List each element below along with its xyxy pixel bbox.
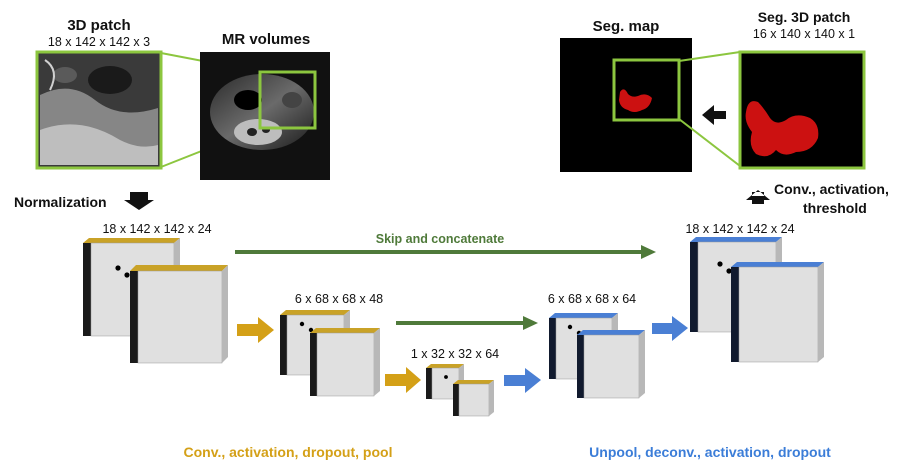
patch-title: 3D patch <box>67 17 131 34</box>
decoder-label: Unpool, deconv., activation, dropout <box>589 444 831 460</box>
decoder-block-1 <box>549 313 645 399</box>
skip-arrow-top <box>235 245 656 259</box>
zoom-box <box>258 70 317 130</box>
seg-patch-title: Seg. 3D patch <box>757 9 851 25</box>
final-step-line2: threshold <box>803 200 867 216</box>
encoder-label: Conv., activation, dropout, pool <box>183 444 393 460</box>
decoder-dims-1: 6 x 68 x 68 x 64 <box>547 292 637 306</box>
skip-arrow-middle <box>396 316 538 330</box>
encoder-arrow-2 <box>385 367 421 393</box>
encoder-block-2 <box>280 310 380 397</box>
encoder-block-3 <box>426 364 494 417</box>
seg-zoom-line-bottom <box>678 118 741 167</box>
encoder-arrow-1 <box>237 317 274 343</box>
skip-label: Skip and concatenate <box>375 232 505 246</box>
patch-dims: 18 x 142 x 142 x 3 <box>47 35 151 49</box>
seg-zoom-box <box>612 58 681 122</box>
seg-map-image <box>560 38 692 172</box>
encoder-dims-1: 18 x 142 x 142 x 24 <box>102 222 212 236</box>
patch-image <box>35 50 163 170</box>
encoder-dims-2: 6 x 68 x 68 x 48 <box>294 292 384 306</box>
normalization-label: Normalization <box>14 194 107 210</box>
final-step-line1: Conv., activation, <box>774 181 889 197</box>
decoder-arrow-1 <box>504 368 541 393</box>
normalization-arrow <box>124 192 154 210</box>
seg-patch-image <box>738 50 866 170</box>
encoder-dims-3: 1 x 32 x 32 x 64 <box>410 347 500 361</box>
decoder-arrow-2 <box>652 316 688 341</box>
encoder-block-1 <box>83 238 228 364</box>
seg-map-arrow <box>702 105 726 125</box>
decoder-block-2 <box>690 237 824 363</box>
final-conv-arrow-stem <box>752 196 764 204</box>
mr-volume-image <box>200 52 330 180</box>
mr-volumes-title: MR volumes <box>221 31 311 48</box>
seg-map-title: Seg. map <box>592 18 660 35</box>
seg-zoom-line-top <box>678 51 741 62</box>
seg-patch-dims: 16 x 140 x 140 x 1 <box>752 27 856 41</box>
decoder-dims-2: 18 x 142 x 142 x 24 <box>685 222 795 236</box>
